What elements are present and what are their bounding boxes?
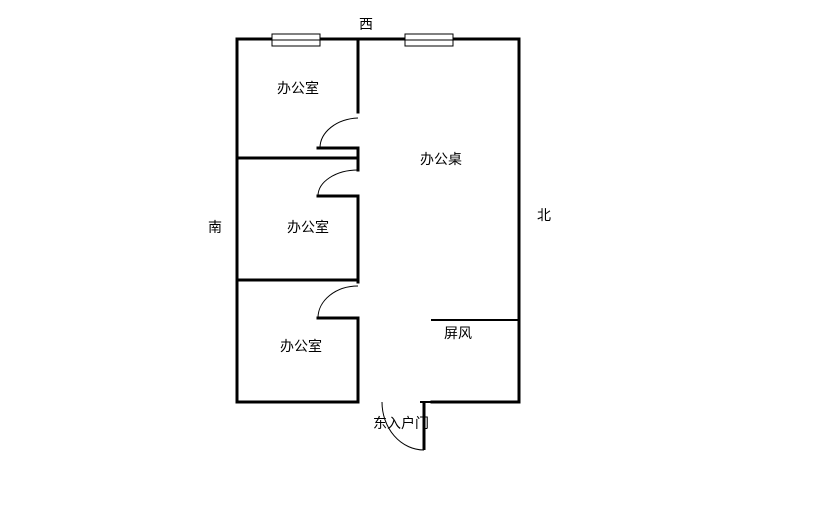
door-swing-entrance — [381, 401, 425, 451]
room-label-screen: 屏风 — [444, 326, 472, 342]
compass-south-label: 南 — [208, 220, 222, 236]
compass-north-label: 北 — [537, 208, 551, 224]
door-swing-office-bottom — [317, 285, 359, 319]
interior-walls — [235, 37, 520, 404]
window-left — [271, 33, 321, 47]
outer-walls — [235, 37, 521, 404]
room-label-office-middle: 办公室 — [287, 220, 329, 236]
room-label-office-bottom: 办公室 — [280, 339, 322, 355]
windows — [271, 33, 454, 47]
door-swing-office-top — [319, 117, 359, 149]
door-swing-office-middle — [317, 169, 359, 197]
room-label-desk-area: 办公桌 — [420, 152, 462, 168]
compass-west-label: 西 — [359, 17, 373, 33]
window-right — [404, 33, 454, 47]
door-swings — [317, 117, 466, 451]
room-label-office-top: 办公室 — [277, 81, 319, 97]
entrance-label: 东入户门 — [373, 416, 429, 432]
